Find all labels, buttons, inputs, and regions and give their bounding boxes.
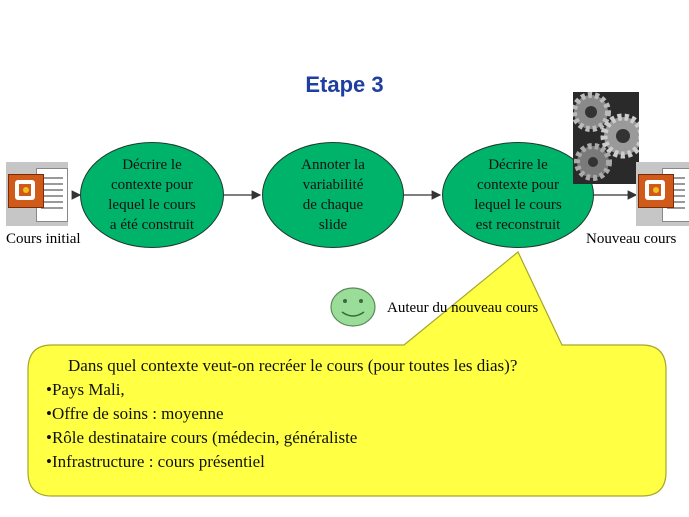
callout-text: Dans quel contexte veut-on recréer le co… (46, 354, 656, 474)
callout-item: •Rôle destinataire cours (médecin, génér… (46, 428, 358, 447)
diagram-title: Etape 3 (305, 72, 384, 97)
end-label: Nouveau cours (586, 231, 677, 247)
smiley-icon (330, 287, 376, 327)
process-node-1: Décrire le contexte pour lequel le cours… (80, 142, 224, 248)
process-node-3: Décrire le contexte pour lequel le cours… (442, 142, 594, 248)
callout-item: •Offre de soins : moyenne (46, 404, 224, 423)
callout-question: Dans quel contexte veut-on recréer le co… (68, 356, 518, 375)
process-node-2: Annoter la variabilité de chaque slide (262, 142, 404, 248)
start-label: Cours initial (6, 231, 81, 247)
powerpoint-file-icon (6, 162, 68, 226)
callout-item: •Pays Mali, (46, 380, 125, 399)
powerpoint-file-icon (636, 162, 689, 226)
author-label: Auteur du nouveau cours (387, 300, 539, 316)
gears-image (573, 92, 639, 184)
callout-item: •Infrastructure : cours présentiel (46, 452, 265, 471)
